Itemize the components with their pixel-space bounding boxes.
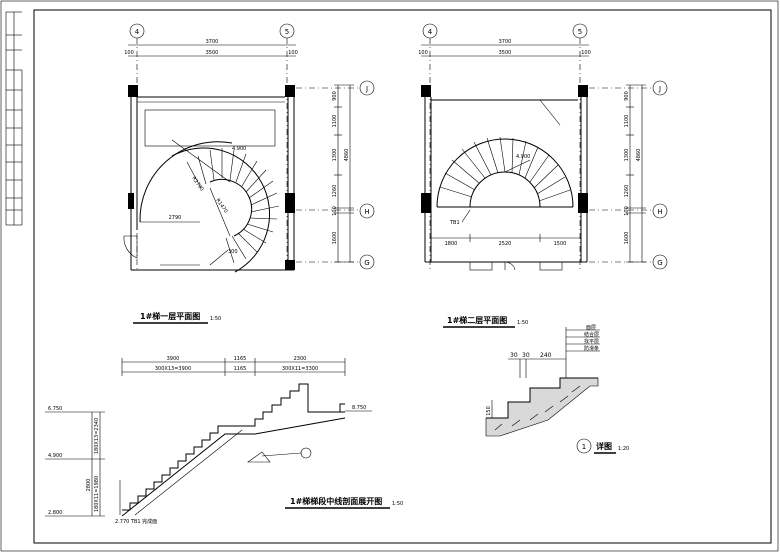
- plan2-axis-G-bubble: [652, 254, 668, 270]
- plan2-right-dim-5: 100: [624, 206, 630, 216]
- plan1-right-dim-5: 100: [332, 206, 338, 216]
- section-callout: [300, 447, 312, 459]
- section-left-dim-2: 2800: [86, 479, 92, 492]
- plan2-axis-5-label: 5: [578, 28, 582, 36]
- plan1-dim-300: 300: [228, 249, 238, 255]
- plan1-dim-2790: 2790: [169, 215, 182, 221]
- plan2-bottom-dim-2: 2520: [499, 241, 512, 247]
- plan2-dim-total: 3700: [499, 39, 512, 45]
- detail-dim-3: 240: [540, 352, 552, 359]
- plan1-axis-J: J: [365, 85, 368, 93]
- plan2-dim-left: 100: [418, 50, 428, 56]
- section-elev-3: 2.800: [48, 510, 62, 516]
- plan2-note: TB1: [449, 220, 460, 226]
- section-sub-dim-2: 1165: [234, 366, 247, 372]
- plan1-right-dim-1: 900: [332, 91, 338, 101]
- section-top-dim-1: 3900: [167, 356, 180, 362]
- section: 3900 1165 2300 300X13=3900 1165 300X11=3…: [45, 356, 403, 525]
- section-top-dim-2: 1165: [234, 356, 247, 362]
- plan1-dim-left: 100: [124, 50, 134, 56]
- plan1-elev: 4.900: [232, 146, 246, 152]
- plan1-axis-G: G: [364, 259, 369, 267]
- plan2-right-dim-3: 1300: [624, 149, 630, 162]
- plan2-axis-J: J: [658, 85, 661, 93]
- detail-label-4: 防滑条: [584, 345, 599, 352]
- plan2-scale: 1:50: [517, 320, 528, 326]
- plan2-axis-H: H: [657, 208, 662, 216]
- plan1: 4 5 3700 3500 100 100: [123, 23, 375, 324]
- plan2-axis-G: G: [657, 259, 662, 267]
- detail-dim-1: 30: [510, 352, 518, 359]
- plan2-elev: 4.900: [516, 154, 530, 160]
- axis-5-label: 5: [285, 28, 289, 36]
- plan1-dim-inner: 3500: [206, 50, 219, 56]
- section-sub-dim-1: 300X13=3900: [155, 366, 191, 372]
- detail-label-2: 结合层: [584, 331, 599, 338]
- plan2-title: 1#梯二层平面图: [447, 315, 507, 325]
- plan2-bottom-dim-1: 1800: [445, 241, 458, 247]
- detail-number: 1: [582, 443, 586, 451]
- plan1-axis-J-bubble: [359, 80, 375, 96]
- section-scale: 1:50: [392, 501, 403, 507]
- section-left-dim-1: 180X13=2340: [94, 418, 100, 454]
- detail-label-1: 面层: [586, 325, 596, 331]
- section-elev-2: 4.900: [48, 453, 62, 459]
- detail: 面层 结合层 找平层 防滑条 30 30 240 150 1 详图 1:20: [485, 325, 629, 454]
- plan2-right-dim-4: 1260: [624, 185, 630, 198]
- plan1-right-dim-4: 1260: [332, 185, 338, 198]
- detail-bubble: [576, 438, 592, 454]
- plan2-axis-J-bubble: [652, 80, 668, 96]
- plan2-dim-inner: 3500: [499, 50, 512, 56]
- section-bottom-note: 2.770 TB1 完成面: [115, 518, 157, 525]
- plan2-right-total: 4860: [636, 149, 642, 162]
- plan2-right-dim-1: 900: [624, 91, 630, 101]
- plan1-radius-b: R1470: [214, 198, 228, 215]
- plan2-right-dim-2: 1100: [624, 115, 630, 128]
- plan1-dim-right: 100: [288, 50, 298, 56]
- plan2-axis-H-bubble: [652, 203, 668, 219]
- section-top-dim-3: 2300: [294, 356, 307, 362]
- plan1-right-dim-3: 1300: [332, 149, 338, 162]
- section-elev-4: 8.750: [352, 405, 366, 411]
- section-elev-1: 6.750: [48, 406, 62, 412]
- plan1-scale: 1:50: [210, 316, 221, 322]
- plan2: 4 5 3700 3500 100 100: [418, 23, 668, 328]
- plan2-right-dim-6: 1600: [624, 232, 630, 245]
- detail-riser: 150: [486, 406, 492, 416]
- plan1-axis-H: H: [364, 208, 369, 216]
- section-title: 1#梯梯段中线剖面展开图: [290, 496, 382, 506]
- plan1-radius-a: R2790: [190, 176, 204, 193]
- plan1-axis-H-bubble: [359, 203, 375, 219]
- plan1-dim-total: 3700: [206, 39, 219, 45]
- plan2-dim-right: 100: [581, 50, 591, 56]
- detail-title: 详图: [596, 441, 612, 451]
- plan2-axis-4-label: 4: [428, 28, 433, 36]
- plan1-right-total: 4860: [344, 149, 350, 162]
- axis-4-label: 4: [135, 28, 140, 36]
- section-left-dim-3: 180X11=1980: [94, 476, 100, 512]
- plan1-right-dim-6: 1600: [332, 232, 338, 245]
- plan1-axis-G-bubble: [359, 254, 375, 270]
- section-sub-dim-3: 300X11=3300: [282, 366, 318, 372]
- detail-dim-2: 30: [522, 352, 530, 359]
- detail-scale: 1:20: [618, 446, 629, 452]
- inner-border: [33, 9, 772, 544]
- plan2-bottom-dim-3: 1500: [554, 241, 567, 247]
- title-strip: [5, 11, 23, 226]
- detail-label-3: 找平层: [584, 338, 599, 345]
- plan1-right-dim-2: 1100: [332, 115, 338, 128]
- plan1-title: 1#梯一层平面图: [140, 311, 200, 321]
